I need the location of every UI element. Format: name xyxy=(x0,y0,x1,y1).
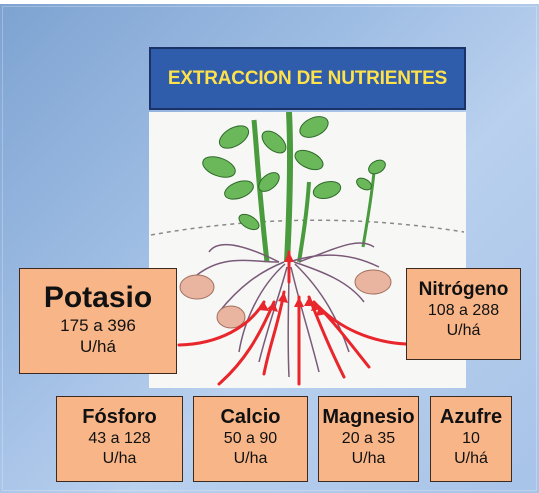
nutrient-box-azufre: Azufre 10 U/há xyxy=(430,396,512,482)
leaf xyxy=(224,180,254,200)
nutrient-box-calcio: Calcio 50 a 90 U/ha xyxy=(193,396,308,482)
arrow xyxy=(217,300,276,386)
nutrient-name: Azufre xyxy=(439,406,503,428)
leaf xyxy=(202,156,236,178)
nutrient-unit: U/ha xyxy=(351,450,386,467)
leaf xyxy=(261,130,287,154)
nutrient-box-nitrogeno: Nitrógeno 108 a 288 U/há xyxy=(406,268,521,360)
potato-tuber xyxy=(354,269,392,295)
nutrient-unit: U/há xyxy=(454,450,488,467)
potato-tuber xyxy=(179,274,215,300)
title-text: EXTRACCION DE NUTRIENTES xyxy=(167,67,448,89)
nutrient-box-potasio: Potasio 175 a 396 U/há xyxy=(19,268,177,374)
nutrient-box-fosforo: Fósforo 43 a 128 U/ha xyxy=(56,396,183,482)
leaf xyxy=(294,149,324,171)
nutrient-range: 20 a 35 xyxy=(341,430,396,447)
nutrient-unit: U/há xyxy=(446,322,481,339)
leaf xyxy=(258,172,280,192)
nutrient-range: 43 a 128 xyxy=(88,430,151,447)
nutrient-name: Magnesio xyxy=(322,406,415,428)
nutrient-name: Potasio xyxy=(43,281,153,314)
leaf xyxy=(312,180,342,200)
potato-tuber xyxy=(216,305,246,329)
nutrient-box-magnesio: Magnesio 20 a 35 U/ha xyxy=(318,396,419,482)
nutrient-name: Nitrógeno xyxy=(418,279,509,300)
nutrient-range: 175 a 396 xyxy=(60,316,136,335)
nutrient-name: Calcio xyxy=(220,406,281,428)
stem xyxy=(297,181,311,263)
nutrient-unit: U/há xyxy=(80,337,116,356)
stem xyxy=(361,171,376,248)
stem xyxy=(251,119,270,263)
nutrient-unit: U/ha xyxy=(102,450,137,467)
leaf xyxy=(368,159,386,175)
nutrient-range: 108 a 288 xyxy=(427,302,500,319)
leaf xyxy=(218,125,250,149)
title-box: EXTRACCION DE NUTRIENTES xyxy=(149,47,466,110)
soil-line xyxy=(150,219,465,236)
nutrient-name: Fósforo xyxy=(82,406,157,428)
stem xyxy=(284,111,294,263)
nutrient-range: 50 a 90 xyxy=(223,430,278,447)
leaf xyxy=(299,116,329,138)
leaf xyxy=(356,177,372,191)
nutrient-range: 10 xyxy=(462,430,480,447)
nutrient-unit: U/ha xyxy=(233,450,268,467)
potato-plant-roots-icon xyxy=(149,111,466,388)
leaf xyxy=(238,213,260,231)
